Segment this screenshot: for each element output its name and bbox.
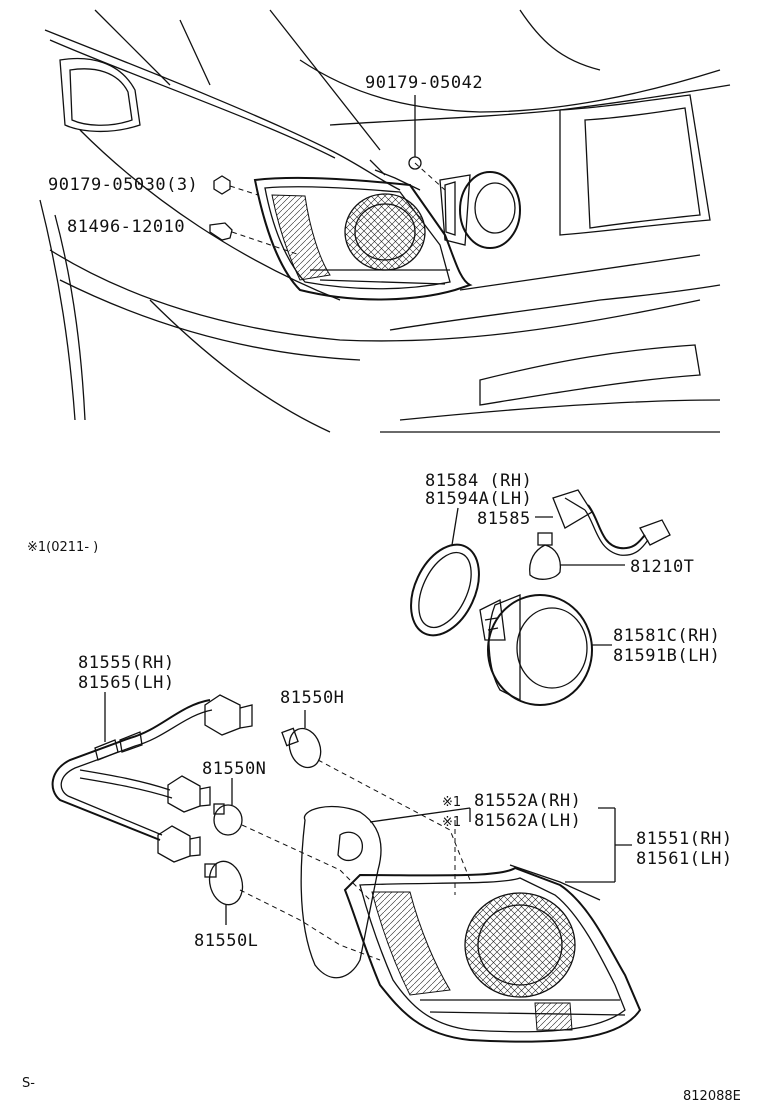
label-81550n: 81550N (202, 759, 266, 779)
small-bulb (529, 532, 562, 580)
label-81555-rh: 81555(RH) (78, 653, 175, 673)
socket-upper (204, 694, 253, 736)
corner-mark: S- (22, 1076, 35, 1091)
socket-lower (157, 825, 201, 863)
rear-lens-assembly (479, 594, 593, 706)
label-81565-lh: 81565(LH) (78, 673, 175, 693)
dashed-guides (239, 759, 471, 961)
label-81550l: 81550L (194, 931, 258, 951)
leader-lines-lower (369, 807, 632, 883)
wire-harness (51, 699, 213, 841)
label-81591b-lh: 81591B(LH) (613, 646, 720, 666)
upper-small-parts (209, 95, 446, 256)
upper-back-socket (439, 171, 521, 249)
vehicle-body-outline (39, 9, 731, 433)
label-90179-05030: 90179-05030(3) (48, 175, 198, 195)
lower-tail-lamp (300, 805, 642, 1043)
bulb-81550l (204, 860, 244, 906)
diagram-code: 812088E (683, 1089, 741, 1104)
label-81581c-rh: 81581C(RH) (613, 626, 720, 646)
upper-tail-lamp (253, 169, 473, 301)
label-81562a-lh: 81562A(LH) (474, 811, 581, 831)
gasket-ring (410, 543, 480, 637)
mark-ref-1: ※1 (442, 795, 461, 810)
label-81594a-lh: 81594A(LH) (425, 489, 532, 509)
label-81550h: 81550H (280, 688, 344, 708)
leader-81584 (451, 507, 459, 546)
bulb-81550n (213, 803, 243, 836)
label-81552a-rh: 81552A(RH) (474, 791, 581, 811)
mark-ref-2: ※1 (442, 815, 461, 830)
label-81585: 81585 (477, 509, 531, 529)
label-81561-lh: 81561(LH) (636, 849, 733, 869)
label-90179-05042: 90179-05042 (365, 73, 483, 93)
bulb-socket-wire (552, 489, 671, 556)
note-range: ※1(0211- ) (27, 540, 98, 555)
label-81584-rh: 81584 (RH) (425, 471, 532, 491)
label-81551-rh: 81551(RH) (636, 829, 733, 849)
label-81496-12010: 81496-12010 (67, 217, 185, 237)
label-81210t: 81210T (630, 557, 694, 577)
bulb-81550h (281, 727, 322, 769)
socket-middle (167, 775, 211, 813)
